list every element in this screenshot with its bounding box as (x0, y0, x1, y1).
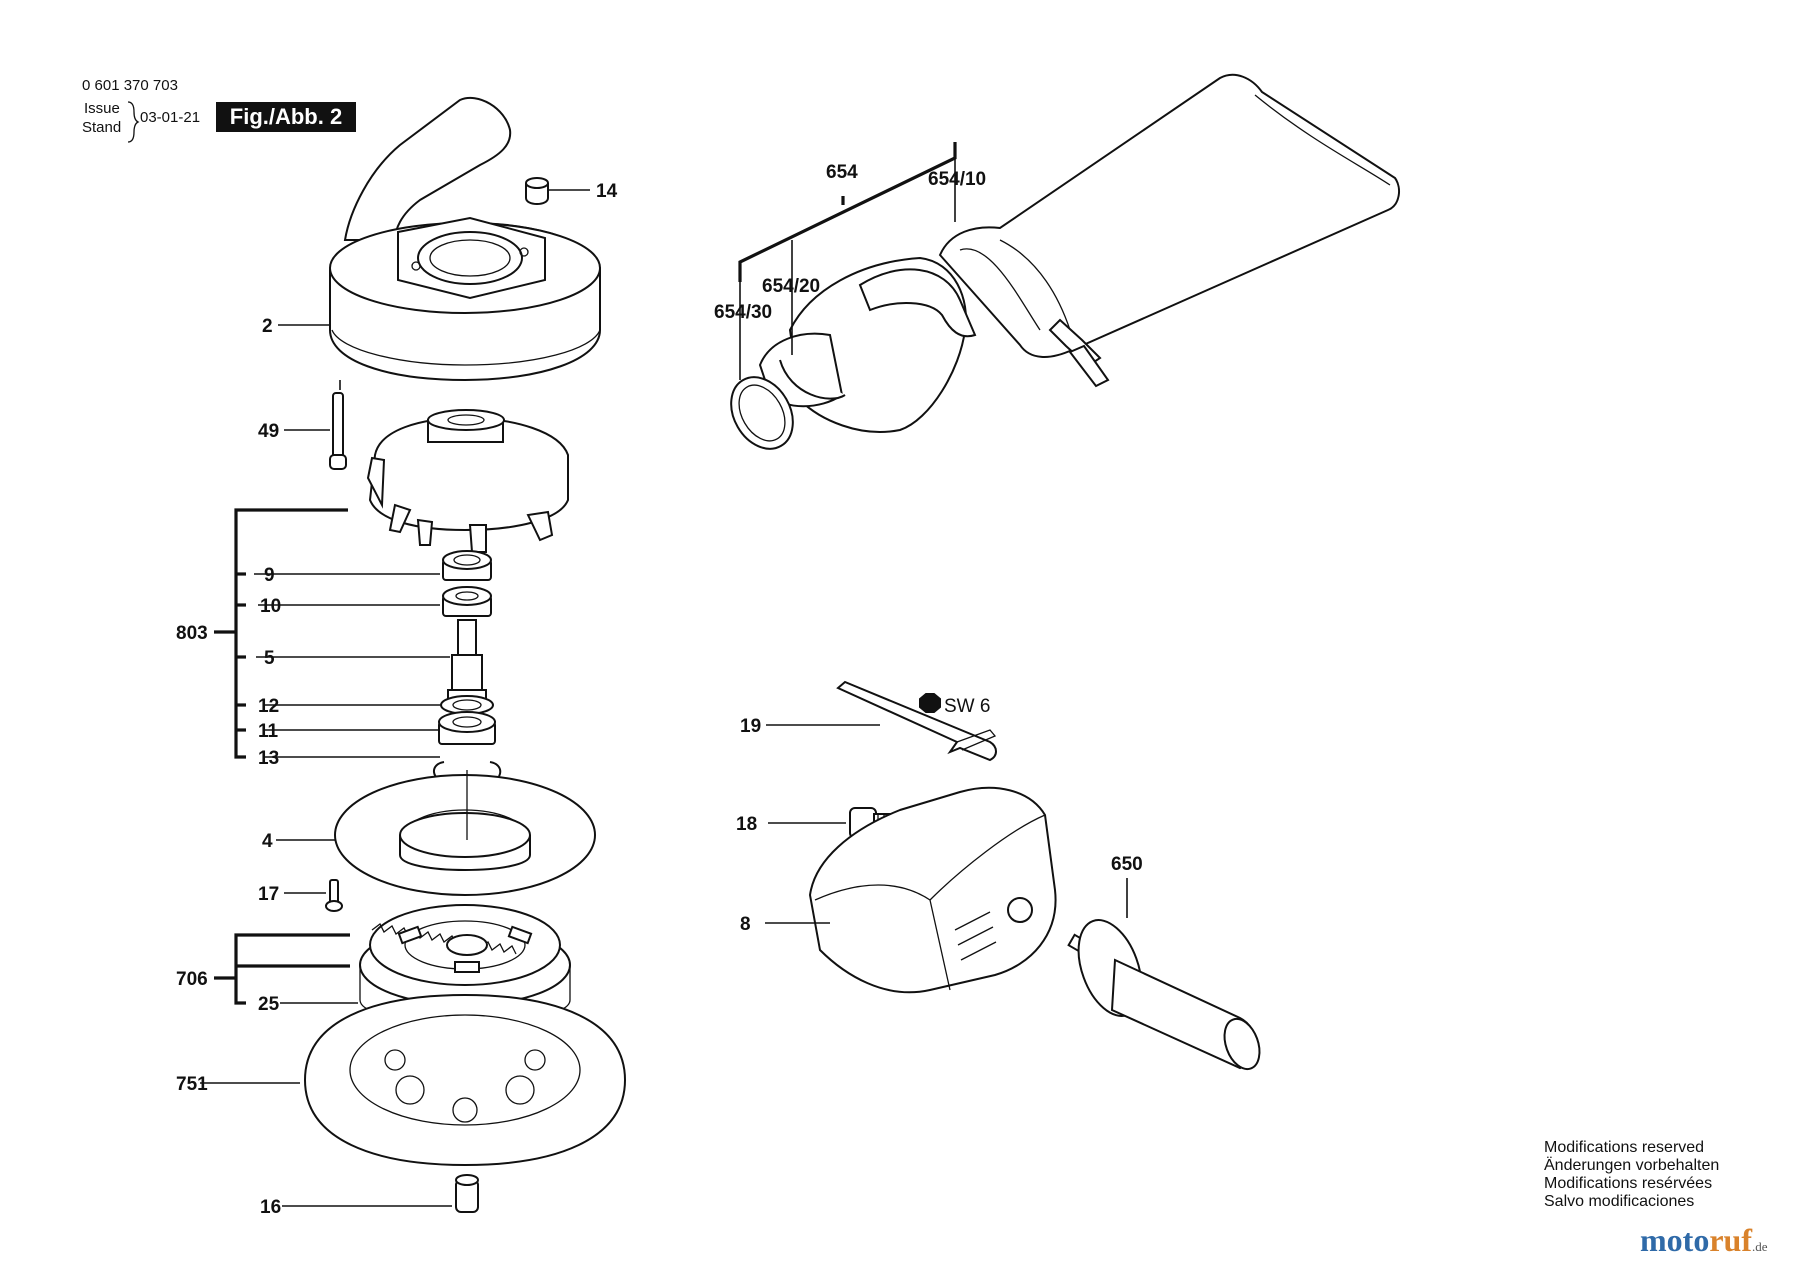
hex-size-label: SW 6 (944, 696, 990, 717)
callout-16: 16 (260, 1197, 281, 1218)
note-line-1: Modifications reserved (1544, 1139, 1704, 1156)
callout-2: 2 (262, 316, 273, 337)
hex-key-part-19 (836, 680, 997, 762)
callout-706: 706 (176, 969, 208, 990)
note-line-3: Modifications resérvées (1544, 1175, 1712, 1192)
dust-bag-part (938, 73, 1401, 388)
callout-19: 19 (740, 716, 761, 737)
gear-assembly-part-706 (359, 904, 571, 1024)
bearing-parts (442, 550, 492, 617)
callout-17: 17 (258, 884, 279, 905)
callout-13: 13 (258, 748, 279, 769)
header-brace (127, 101, 140, 143)
callout-9: 9 (264, 565, 275, 586)
callout-49: 49 (258, 421, 279, 442)
note-line-4: Salvo modificaciones (1544, 1193, 1694, 1210)
issue-date: 03-01-21 (140, 109, 200, 126)
stand-label: Stand (82, 119, 121, 136)
ring-part-654-30 (730, 376, 794, 450)
screw-part-16 (455, 1174, 479, 1213)
figure-label: Fig./Abb. 2 (216, 102, 356, 132)
dust-hood-part (329, 97, 601, 382)
bracket-803 (234, 508, 348, 759)
callout-650: 650 (1111, 854, 1143, 875)
issue-label: Issue (84, 100, 120, 117)
callout-18: 18 (736, 814, 757, 835)
callout-751: 751 (176, 1074, 208, 1095)
callout-654-10: 654/10 (928, 169, 986, 190)
callout-654: 654 (826, 162, 858, 183)
callout-4: 4 (262, 831, 273, 852)
base-plate-part-4 (334, 770, 596, 896)
part-number: 0 601 370 703 (82, 77, 178, 94)
screw-part-49 (329, 392, 347, 470)
washer-bearing-ring-parts (433, 695, 502, 784)
callout-12: 12 (258, 696, 279, 717)
cap-part-14 (525, 177, 549, 205)
gear-housing-part-8 (808, 786, 1057, 994)
adapter-part-654-20 (758, 256, 977, 433)
watermark-suffix: .de (1751, 1239, 1768, 1254)
callout-14: 14 (596, 181, 618, 202)
callout-5: 5 (264, 648, 275, 669)
callout-654-30: 654/30 (714, 302, 772, 323)
watermark-logo: motoruf.de (1640, 1222, 1768, 1259)
auxiliary-handle-part-650 (1067, 919, 1261, 1071)
callout-654-20: 654/20 (762, 276, 820, 297)
callout-803: 803 (176, 623, 208, 644)
watermark-part1: moto (1640, 1222, 1710, 1258)
callout-11: 11 (258, 721, 279, 742)
note-line-2: Änderungen vorbehalten (1544, 1156, 1719, 1174)
bracket-654 (738, 142, 957, 282)
callout-25: 25 (258, 994, 280, 1015)
sanding-pad-part-751 (303, 993, 627, 1167)
hex-socket-icon (919, 693, 941, 713)
callout-10: 10 (260, 596, 281, 617)
callout-8: 8 (740, 914, 751, 935)
screw-part-17 (325, 879, 343, 912)
fan-part (366, 409, 569, 553)
shaft-part-5 (447, 619, 487, 705)
watermark-part2: ruf (1709, 1222, 1752, 1258)
bracket-706 (234, 933, 350, 1005)
